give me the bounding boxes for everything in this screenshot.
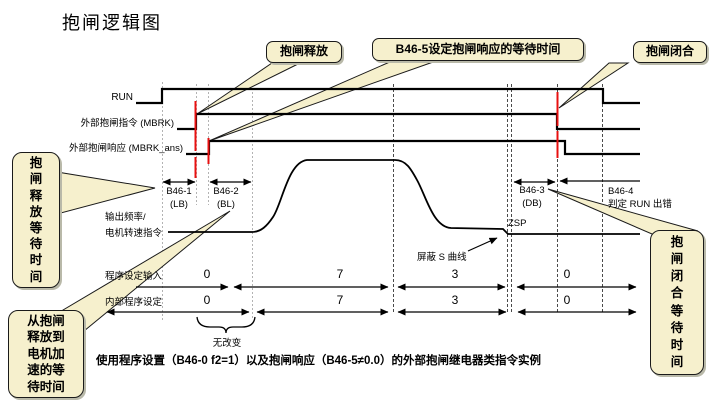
- row2-value-3: 3: [451, 293, 459, 307]
- row2-value-2: 7: [336, 293, 344, 307]
- interval-arrows: [162, 177, 640, 186]
- mbrk-ans-trace: [186, 139, 640, 156]
- interval-b46-3-label: B46-3: [519, 185, 545, 196]
- interval-b46-3-sub: (DB): [522, 197, 542, 209]
- speed-trace: [168, 159, 640, 235]
- row1-value-2: 7: [336, 267, 344, 281]
- row1-value-1: 0: [203, 267, 211, 281]
- row1-value-4: 0: [563, 267, 571, 281]
- brake-close-tail: [558, 62, 630, 109]
- row1-value-3: 3: [451, 267, 459, 281]
- mask-s-curve-annotation: 屏蔽 S 曲线: [417, 252, 467, 263]
- zsp-annotation: ZSP: [508, 218, 527, 229]
- callout-b46-5-note: B46-5设定抱闸响应的等待时间: [372, 38, 584, 61]
- program-row2-label: 内部程序设定: [105, 297, 163, 308]
- program-row-arrows: [106, 283, 637, 316]
- interval-b46-4: B46-4 判定 RUN 出错: [608, 186, 672, 211]
- row2-value-1: 0: [203, 293, 211, 307]
- interval-b46-4-label: B46-4: [608, 186, 634, 197]
- interval-b46-1: B46-1 (LB): [158, 186, 200, 211]
- interval-b46-4-sub: 判定 RUN 出错: [608, 198, 672, 210]
- mbrk-trace: [177, 112, 640, 131]
- callout-brake-release: 抱闸释放: [266, 41, 342, 63]
- speed-signal-label: 输出频率/ 电机转速指令: [105, 209, 162, 239]
- no-change-brace: [196, 316, 256, 334]
- run-trace: [136, 87, 640, 105]
- interval-b46-1-label: B46-1: [166, 186, 192, 197]
- callout-release-to-accel-wait: 从抱闸释放到电机加速的等待时间: [8, 310, 84, 398]
- mbrk-signal-label: 外部抱闸指令 (MBRK): [80, 118, 174, 129]
- interval-b46-3: B46-3 (DB): [511, 185, 553, 210]
- interval-b46-1-sub: (LB): [170, 198, 188, 210]
- s-curve-leader-arrow: [467, 237, 498, 252]
- signal-traces: [136, 87, 640, 235]
- callout-close-wait: 抱闸闭合等待时间: [650, 230, 704, 375]
- speed-signal-label-line2: 电机转速指令: [105, 228, 163, 239]
- callout-close-wait-text: 抱闸闭合等待时间: [670, 234, 684, 370]
- run-signal-label: RUN: [111, 92, 133, 103]
- diagram-caption: 使用程序设置（B46-0 f2=1）以及抱闸响应（B46-5≠0.0）的外部抱闸…: [96, 355, 541, 367]
- program-row1-label: 程序设定输入: [105, 271, 163, 282]
- release-wait-tail: [56, 171, 156, 215]
- no-change-annotation: 无改变: [212, 338, 242, 349]
- b46-5-tail: [208, 60, 437, 142]
- gridlines-dark: [393, 84, 603, 314]
- callout-release-wait-text: 抱闸释放等待时间: [29, 156, 43, 284]
- interval-b46-2-sub: (BL): [217, 198, 235, 210]
- callout-release-wait: 抱闸释放等待时间: [12, 152, 60, 288]
- red-edge-marks: [194, 92, 559, 178]
- row2-value-4: 0: [563, 293, 571, 307]
- callout-brake-close: 抱闸闭合: [633, 41, 707, 63]
- speed-signal-label-line1: 输出频率/: [105, 212, 146, 223]
- callout-release-to-accel-wait-text: 从抱闸释放到电机加速的等待时间: [27, 313, 65, 394]
- callout-tails: [56, 60, 699, 332]
- mbrk-ans-signal-label: 外部抱闸响应 (MBRK_ans): [68, 143, 183, 154]
- interval-b46-2: B46-2 (BL): [205, 186, 247, 211]
- interval-b46-2-label: B46-2: [213, 186, 239, 197]
- page-title: 抱闸逻辑图: [62, 13, 162, 33]
